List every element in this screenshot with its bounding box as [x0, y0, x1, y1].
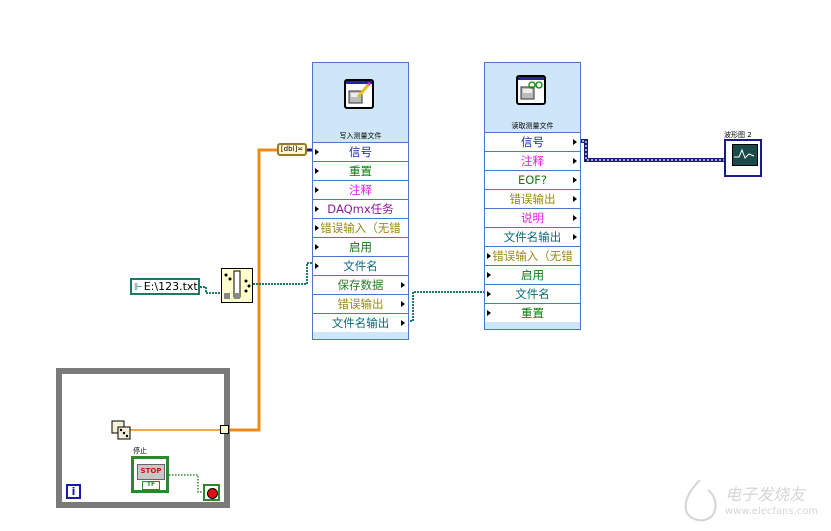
loop-condition-terminal[interactable] — [203, 484, 220, 501]
watermark-name: 电子发烧友 — [725, 485, 806, 504]
terminal-arrow-icon — [401, 320, 405, 326]
terminal-input[interactable]: 注释 — [313, 180, 408, 199]
terminal-input[interactable]: 信号 — [313, 142, 408, 161]
terminal-arrow-icon — [573, 215, 577, 221]
terminal-arrow-icon — [487, 272, 491, 278]
terminal-input[interactable]: 文件名 — [313, 256, 408, 275]
terminal-label: 说明 — [521, 211, 544, 225]
graph-label: 波形图 2 — [724, 131, 752, 139]
terminal-arrow-icon — [315, 225, 319, 231]
terminal-input[interactable]: 错误输入（无错 — [313, 218, 408, 237]
terminal-input[interactable]: DAQmx任务 — [313, 199, 408, 218]
terminal-label: 启用 — [521, 268, 544, 282]
terminal-output[interactable]: 错误输出 — [485, 189, 580, 208]
stop-condition-icon — [207, 488, 218, 499]
while-loop[interactable] — [56, 368, 230, 508]
waveform-graph-terminal[interactable] — [724, 139, 762, 177]
array-wire[interactable] — [229, 148, 277, 432]
path-value: E:\123.txt — [143, 280, 198, 293]
path-constant[interactable]: ⊩E:\123.txt — [130, 278, 200, 295]
path-wire-3[interactable] — [407, 291, 486, 322]
path-wire-1[interactable] — [200, 286, 221, 294]
terminal-label: 错误输出 — [337, 297, 384, 311]
terminal-output[interactable]: 注释 — [485, 151, 580, 170]
path-wire-2[interactable] — [253, 262, 314, 285]
write-measurement-file-vi[interactable]: 写入测量文件 信号重置注释 DAQmx任务错误输入（无错启用文件名保存数据错误输出… — [312, 62, 409, 340]
terminal-label: 错误输入（无错 — [492, 249, 573, 263]
terminal-input[interactable]: 启用 — [313, 237, 408, 256]
terminal-arrow-icon — [315, 187, 319, 193]
dynamic-wire-out[interactable] — [578, 139, 726, 162]
terminal-arrow-icon — [315, 168, 319, 174]
terminal-label: 注释 — [521, 154, 544, 168]
read-measurement-file-vi[interactable]: 读取测量文件 信号注释 EOF? 错误输出说明文件名输出错误输入（无错启用文件名重置 — [484, 62, 581, 330]
terminal-label: DAQmx任务 — [327, 202, 394, 216]
random-number-dice-icon[interactable] — [111, 419, 131, 440]
terminal-arrow-icon — [487, 253, 491, 259]
stop-face: STOP — [137, 464, 165, 480]
stop-label: 停止 — [133, 447, 147, 455]
terminal-arrow-icon — [487, 310, 491, 316]
terminal-label: 文件名 — [515, 287, 550, 301]
path-icon: ⊩ — [134, 282, 143, 293]
watermark-url: www.elecfans.com — [725, 506, 819, 517]
terminal-arrow-icon — [401, 282, 405, 288]
terminal-arrow-icon — [573, 196, 577, 202]
terminal-arrow-icon — [487, 291, 491, 297]
terminal-label: 启用 — [349, 240, 372, 254]
terminal-label: 文件名输出 — [503, 230, 562, 244]
terminal-arrow-icon — [401, 301, 405, 307]
terminal-output[interactable]: 文件名输出 — [313, 313, 408, 332]
terminal-label: 保存数据 — [337, 278, 384, 292]
terminal-arrow-icon — [573, 177, 577, 183]
write-vi-title: 写入测量文件 — [339, 132, 382, 140]
converter-icon — [224, 270, 251, 299]
terminal-arrow-icon — [315, 263, 319, 269]
terminal-label: 文件名 — [343, 259, 378, 273]
terminal-label: 文件名输出 — [331, 316, 390, 330]
graph-screen-icon — [732, 144, 758, 166]
terminal-arrow-icon — [573, 158, 577, 164]
terminal-input[interactable]: 重置 — [313, 161, 408, 180]
terminal-label: 注释 — [349, 183, 372, 197]
terminal-label: 错误输出 — [509, 192, 556, 206]
terminal-input[interactable]: 启用 — [485, 265, 580, 284]
terminal-arrow-icon — [573, 234, 577, 240]
read-vi-title: 读取测量文件 — [511, 122, 554, 130]
terminal-arrow-icon — [315, 206, 319, 212]
stop-button-terminal[interactable]: STOP TF — [131, 456, 169, 493]
watermark: 电子发烧友 www.elecfans.com — [680, 476, 830, 526]
terminal-label: 错误输入（无错 — [320, 221, 401, 235]
terminal-input[interactable]: 错误输入（无错 — [485, 246, 580, 265]
watermark-logo-icon — [684, 479, 717, 522]
terminal-input[interactable]: 文件名 — [485, 284, 580, 303]
boolean-wire[interactable] — [169, 474, 203, 493]
terminal-output[interactable]: 错误输出 — [313, 294, 408, 313]
loop-tunnel[interactable] — [220, 425, 229, 434]
floppy-pencil-icon — [344, 79, 374, 109]
boolean-type-badge: TF — [142, 481, 160, 490]
terminal-input[interactable]: 重置 — [485, 303, 580, 322]
terminal-output[interactable]: 保存数据 — [313, 275, 408, 294]
convert-to-dynamic-data[interactable]: [dbl]≍ — [277, 143, 307, 156]
terminal-label: 重置 — [349, 164, 372, 178]
floppy-glasses-icon — [516, 75, 546, 105]
terminal-output[interactable]: EOF? — [485, 170, 580, 189]
terminal-output[interactable]: 信号 — [485, 132, 580, 151]
terminal-arrow-icon — [315, 244, 319, 250]
terminal-label: 信号 — [521, 135, 544, 149]
terminal-arrow-icon — [315, 149, 319, 155]
terminal-label: 信号 — [349, 145, 372, 159]
terminal-output[interactable]: 说明 — [485, 208, 580, 227]
terminal-arrow-icon — [573, 139, 577, 145]
iteration-terminal[interactable]: i — [66, 484, 81, 499]
terminal-output[interactable]: 文件名输出 — [485, 227, 580, 246]
terminal-label: 重置 — [521, 306, 544, 320]
terminal-label: EOF? — [517, 173, 548, 187]
path-to-dynamic-converter[interactable] — [221, 268, 253, 303]
